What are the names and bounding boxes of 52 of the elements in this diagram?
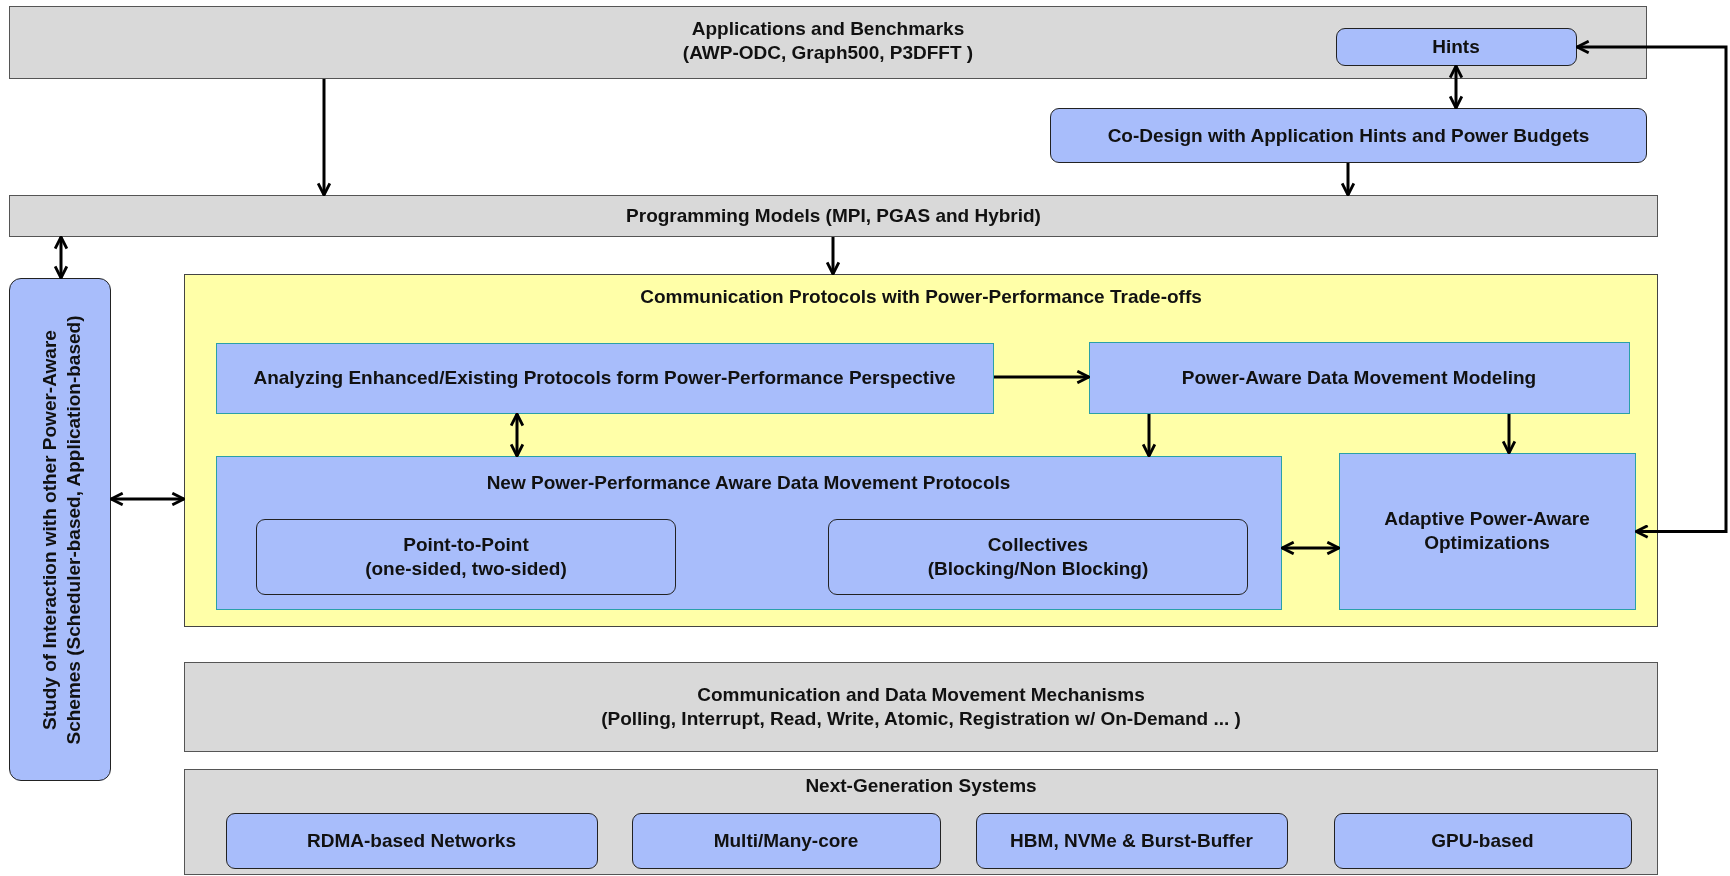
node-title: Multi/Many-core — [713, 828, 859, 853]
process-box — [1088, 341, 1630, 414]
arrow — [509, 412, 525, 458]
arrow — [1280, 540, 1341, 556]
arrow — [1501, 414, 1517, 455]
node-title: Hints — [1432, 34, 1480, 59]
node-title: New Power-Performance Aware Data Movement Protocols — [486, 470, 1011, 495]
arrow — [53, 235, 69, 280]
node-subtitle: (Blocking/Non Blocking) — [927, 557, 1149, 581]
node-subtitle: (Polling, Interrupt, Read, Write, Atomic, Registration w/ On-Demand ... ) — [601, 707, 1241, 731]
node-title: Communication Protocols with Power-Performance Trade-offs — [640, 285, 1202, 309]
layer-box — [184, 769, 1658, 875]
node-title: Programming Models (MPI, PGAS and Hybrid) — [626, 204, 1041, 228]
arrow — [1575, 39, 1728, 539]
process-box — [1338, 452, 1636, 610]
arrow — [1448, 64, 1464, 110]
process-box — [828, 519, 1248, 595]
layer-box — [9, 6, 1647, 79]
node-title: Communication and Data Movement Mechanisms — [697, 683, 1145, 707]
node-title: Adaptive Power-Aware Optimizations — [1383, 507, 1591, 555]
layer-box — [184, 662, 1658, 752]
process-box — [256, 519, 676, 595]
node-subtitle: (one-sided, two-sided) — [365, 557, 567, 581]
container-box — [184, 274, 1658, 627]
system-box — [1333, 812, 1632, 869]
container-box — [215, 455, 1282, 610]
node-title: RDMA-based Networks — [306, 828, 516, 853]
node-title: Study of Interaction with other Power-Aware Schemes (Scheduler-based, Application-based) — [37, 314, 85, 746]
system-box — [975, 812, 1288, 869]
side-box — [9, 278, 111, 781]
node-title: Power-Aware Data Movement Modeling — [1181, 365, 1537, 390]
layer-box — [9, 195, 1658, 237]
node-title: Analyzing Enhanced/Existing Protocols form Power-Performance Perspective — [253, 366, 956, 390]
node-title: Applications and Benchmarks — [691, 17, 965, 41]
arrow — [825, 237, 841, 276]
node-subtitle: (AWP-ODC, Graph500, P3DFFT ) — [682, 40, 974, 65]
node-title: GPU-based — [1431, 828, 1534, 853]
arrow — [994, 369, 1091, 385]
process-box — [1050, 108, 1647, 163]
node-title: Next-Generation Systems — [805, 774, 1037, 798]
arrow — [109, 491, 186, 507]
arrow — [316, 79, 332, 197]
node-title: Co-Design with Application Hints and Power Budgets — [1107, 123, 1590, 148]
arrow — [1141, 414, 1157, 458]
node-title: Collectives — [987, 533, 1089, 557]
system-box — [225, 812, 598, 869]
process-box — [215, 342, 994, 414]
arrow — [1340, 163, 1356, 197]
process-box — [1335, 27, 1577, 66]
node-title: Point-to-Point — [403, 533, 529, 557]
node-title: HBM, NVMe & Burst-Buffer — [1010, 828, 1253, 853]
system-box — [631, 812, 941, 869]
